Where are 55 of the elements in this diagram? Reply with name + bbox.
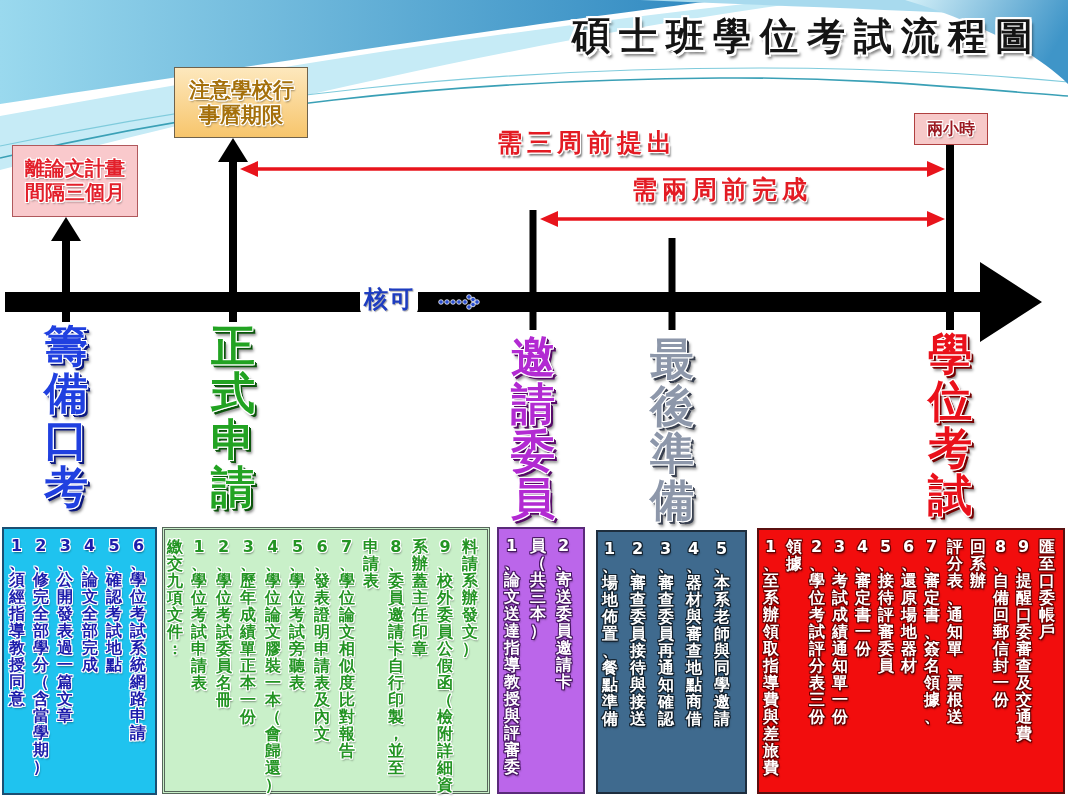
duration-label: 需三周前提出 (497, 128, 677, 158)
note-text: 兩小時 (927, 119, 975, 139)
list-item: 4、審定書一份 (854, 538, 871, 657)
list-item: 6、學位考試系統網路申請 (129, 537, 147, 741)
list-item: 7、學位論文相似度比對報告申請表 (338, 538, 380, 759)
stage-title: 學位考試 (927, 330, 973, 518)
list-item: 2、學位考試評分表三份 (808, 538, 825, 725)
list-item: 2、修完全部學分（含當學期） (32, 537, 50, 775)
list-item: 6、還原場地器材 (900, 538, 917, 674)
list-item: 1、論文送達指導教授與評審委員（共三本） (503, 537, 546, 775)
note-box (174, 67, 308, 138)
list-item: 2、寄送委員邀請卡 (555, 537, 572, 690)
stage-title: 籌備口考 (43, 322, 89, 510)
list-item: 9、提醒口委審查及交通費匯至口委帳戶 (1015, 538, 1055, 742)
title: 碩士班學位考試流程圖 (572, 12, 1042, 60)
list-item: 2、審查委員接待與接送 (629, 540, 646, 727)
list-item: 1、場地佈置、餐點準備 (601, 540, 618, 727)
note-text: 注意學校行事曆期限 (187, 77, 295, 128)
stage-title: 最後準備 (649, 335, 695, 523)
note-box (12, 145, 138, 217)
task-panel (497, 527, 585, 794)
list-item: 4、器材與審查地點商借 (685, 540, 702, 727)
list-item: 4、學位論文膠裝一本（會歸還） (264, 538, 282, 793)
list-item: 2、學位考試委員名冊 (215, 538, 233, 708)
duration-label: 需兩周前完成 (632, 175, 812, 205)
list-item: 1、學位考試申請表 (190, 538, 208, 691)
list-item: 8、委員邀請卡自行印製，並至系辦蓋主任印章 (387, 538, 429, 776)
arrow (218, 138, 248, 322)
list-item: 9、校外委員公假函（檢附詳細資料請系辦發文） (436, 538, 479, 793)
list-item: 3、審查委員再通知確認 (657, 540, 674, 727)
list-item: 1、須經指導教授同意 (8, 537, 25, 707)
list-item: 1、至系辦領取指導費與差旅費領據 (762, 538, 802, 776)
task-panel (2, 527, 157, 795)
list-item: 3、歷年成績單正本一份 (239, 538, 257, 725)
list-item: 4、論文全部完成 (81, 537, 99, 673)
timeline-label: 核可 (360, 285, 418, 314)
list-item: 5、接待評審委員 (877, 538, 894, 674)
list-item: 5、學位考試旁聽表 (288, 538, 306, 691)
list-item: 5、確認考試地點 (105, 537, 123, 673)
list-item: 8、自備回郵信封一份 (992, 538, 1009, 708)
list-item: 6、發表證明申請表及內文 (313, 538, 331, 742)
note-text: 離論文計畫間隔三個月 (24, 157, 126, 205)
list-item: 5、本系老師與同學邀請 (713, 540, 730, 727)
list-item: 3、考試成績通知單一份 (831, 538, 848, 725)
connector-line (946, 145, 954, 330)
task-panel (757, 528, 1065, 794)
list-item: 7、審定書、簽名領據、評分表、通知單、票根送回系辦 (923, 538, 986, 725)
task-panel (596, 530, 747, 794)
list-item: 3、公開發表過一篇文章 (56, 537, 74, 724)
stage-title: 正式申請 (210, 322, 256, 510)
stage-title: 邀請委員 (510, 333, 556, 521)
arrow (51, 217, 81, 322)
task-panel (162, 527, 490, 794)
list-heading: 繳交九項文件： (166, 538, 183, 657)
note-box (914, 113, 988, 145)
